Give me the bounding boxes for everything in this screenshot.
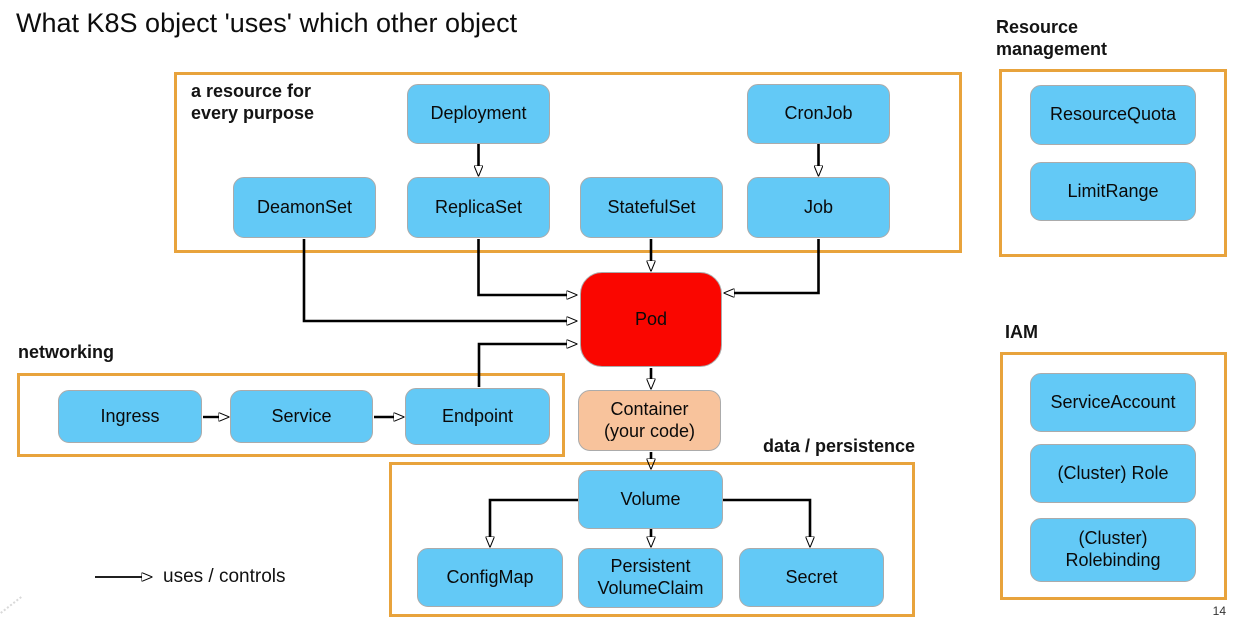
corner-watermark bbox=[0, 596, 22, 614]
group-label-iam: IAM bbox=[1005, 322, 1038, 342]
node-endpoint: Endpoint bbox=[405, 388, 550, 445]
group-resource-purpose bbox=[174, 72, 962, 253]
group-networking bbox=[17, 373, 565, 457]
node-volume: Volume bbox=[578, 470, 723, 529]
node-label: Endpoint bbox=[441, 405, 514, 426]
node-label: Container (your code) bbox=[603, 398, 696, 441]
group-iam bbox=[1000, 352, 1227, 600]
group-resource-management bbox=[999, 69, 1227, 257]
node-label: Job bbox=[803, 196, 834, 217]
node-label: Pod bbox=[634, 308, 668, 329]
node-label: Volume bbox=[620, 488, 681, 509]
node-label: DeamonSet bbox=[256, 196, 353, 217]
legend-label: uses / controls bbox=[163, 566, 286, 587]
node-pod: Pod bbox=[580, 272, 722, 367]
node-resource-quota: ResourceQuota bbox=[1030, 85, 1196, 145]
group-label-resource-management: Resource management bbox=[996, 17, 1108, 59]
node-job: Job bbox=[747, 177, 890, 238]
node-label: Persistent VolumeClaim bbox=[597, 556, 704, 598]
node-ingress: Ingress bbox=[58, 390, 202, 443]
node-replicaset: ReplicaSet bbox=[407, 177, 550, 238]
node-label: ReplicaSet bbox=[434, 196, 523, 217]
node-label: (Cluster) Role bbox=[1057, 462, 1169, 483]
group-label-data-persistence: data / persistence bbox=[763, 436, 916, 456]
node-label: ResourceQuota bbox=[1049, 104, 1177, 125]
node-label: Ingress bbox=[100, 405, 160, 426]
node-container: Container (your code) bbox=[578, 390, 721, 451]
node-label: Secret bbox=[785, 566, 838, 587]
node-cronjob: CronJob bbox=[747, 84, 890, 144]
node-service: Service bbox=[230, 390, 373, 443]
node-statefulset: StatefulSet bbox=[580, 177, 723, 238]
node-persistent-volume-claim: Persistent VolumeClaim bbox=[578, 548, 723, 608]
node-cluster-role: (Cluster) Role bbox=[1030, 444, 1196, 503]
node-label: LimitRange bbox=[1067, 180, 1159, 201]
node-secret: Secret bbox=[739, 548, 884, 607]
node-label: Service bbox=[271, 405, 332, 426]
node-label: Deployment bbox=[430, 103, 527, 124]
node-label: ConfigMap bbox=[446, 566, 534, 587]
node-deamonset: DeamonSet bbox=[233, 177, 376, 238]
slide-title: What K8S object 'uses' which other objec… bbox=[16, 8, 518, 38]
node-cluster-rolebinding: (Cluster) Rolebinding bbox=[1030, 518, 1196, 582]
group-label-networking: networking bbox=[18, 342, 115, 362]
page-number: 14 bbox=[1212, 604, 1226, 618]
node-configmap: ConfigMap bbox=[417, 548, 563, 607]
node-label: StatefulSet bbox=[607, 196, 696, 217]
node-limit-range: LimitRange bbox=[1030, 162, 1196, 221]
node-label: ServiceAccount bbox=[1050, 391, 1176, 412]
node-deployment: Deployment bbox=[407, 84, 550, 144]
node-label: CronJob bbox=[784, 103, 853, 124]
node-label: (Cluster) Rolebinding bbox=[1065, 528, 1161, 570]
group-label-resource-purpose: a resource for every purpose bbox=[191, 81, 315, 123]
node-service-account: ServiceAccount bbox=[1030, 373, 1196, 432]
